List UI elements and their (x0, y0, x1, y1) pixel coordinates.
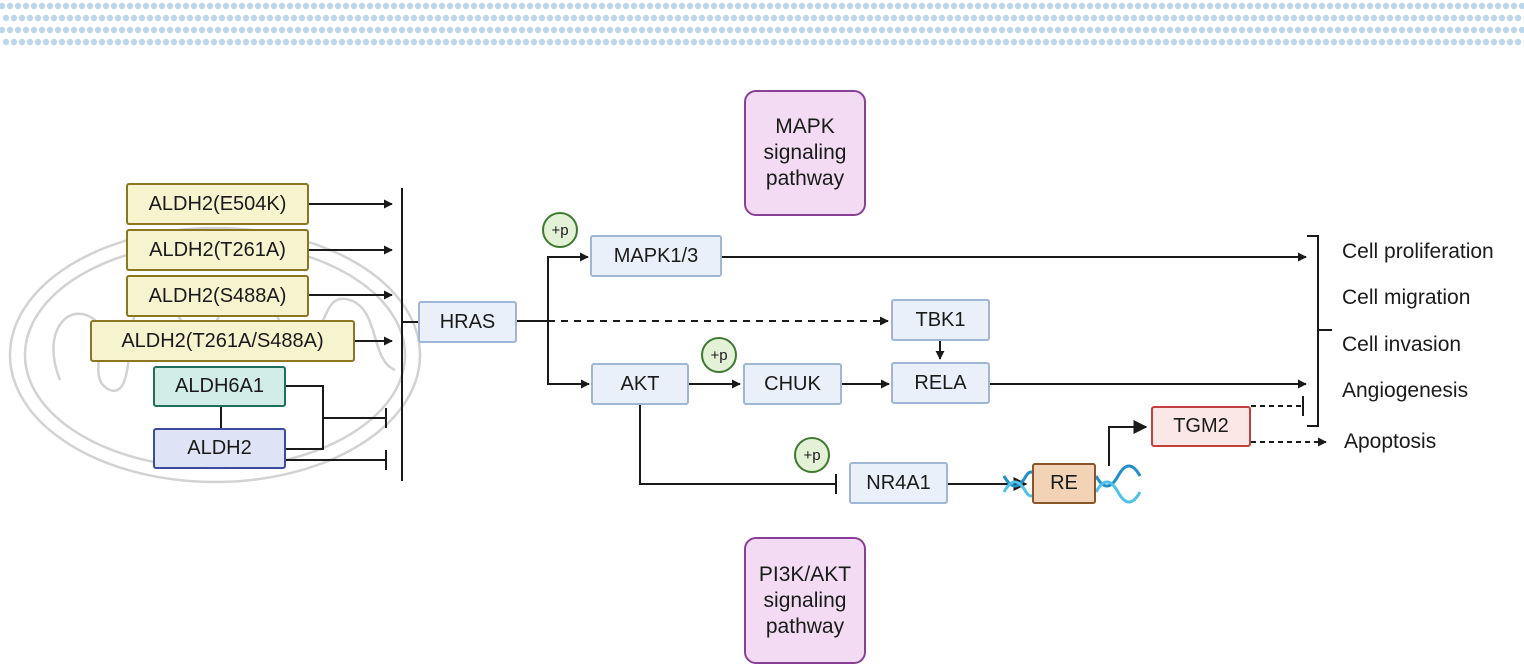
outcome-cell-migration: Cell migration (1342, 286, 1471, 309)
node-aldh6a1: ALDH6A1 (153, 366, 286, 407)
node-aldh2: ALDH2 (153, 428, 286, 469)
outcome-cell-invasion: Cell invasion (1342, 333, 1462, 356)
node-chuk: CHUK (743, 363, 842, 405)
node-re: RE (1032, 463, 1096, 504)
node-mapk13: MAPK1/3 (590, 235, 722, 277)
outcome-angiogenesis: Angiogenesis (1342, 379, 1469, 402)
outcome-bracket (1307, 235, 1319, 427)
node-akt: AKT (591, 363, 689, 405)
node-rela: RELA (891, 362, 990, 404)
phosphorylation-badge-chuk: +p (701, 337, 737, 373)
edge-aldh6a1-bracket (286, 385, 324, 450)
node-aldh2-s488a: ALDH2(S488A) (126, 275, 309, 317)
mapk-pathway-label: MAPK signaling pathway (744, 90, 866, 216)
node-aldh2-t261a-s488a: ALDH2(T261A/S488A) (90, 320, 355, 362)
edge-hras-akt (547, 321, 590, 389)
node-nr4a1: NR4A1 (849, 462, 948, 504)
phosphorylation-badge-nr4a1: +p (794, 437, 830, 473)
node-aldh2-t261a: ALDH2(T261A) (126, 229, 309, 271)
outcome-apoptosis: Apoptosis (1344, 430, 1437, 453)
edge-hras-mapk (547, 252, 589, 321)
node-tbk1: TBK1 (891, 299, 990, 341)
edge-akt-nr4a1 (639, 405, 835, 485)
pi3k-pathway-label: PI3K/AKT signaling pathway (744, 537, 866, 664)
node-hras: HRAS (418, 301, 517, 343)
edge-re-tgm2 (1108, 420, 1148, 466)
phosphorylation-badge-mapk: +p (542, 212, 578, 248)
cell-membrane-band (0, 2, 1524, 46)
outcome-cell-proliferation: Cell proliferation (1342, 240, 1494, 263)
node-tgm2: TGM2 (1151, 406, 1251, 447)
node-aldh2-e504k: ALDH2(E504K) (126, 183, 309, 225)
